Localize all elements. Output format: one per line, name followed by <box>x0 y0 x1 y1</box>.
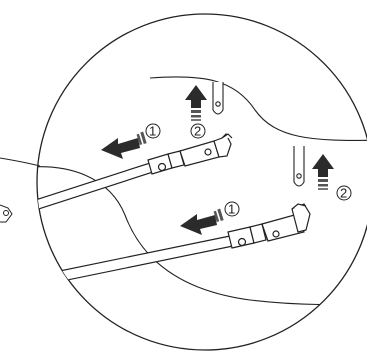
hook-upper <box>212 82 224 115</box>
wall-outline-lower <box>37 166 367 306</box>
step-number: 2 <box>340 186 347 201</box>
step-number: 1 <box>149 124 156 139</box>
step-badge <box>224 201 240 217</box>
lower-rod <box>39 203 311 286</box>
lower-up-arrow: 2 <box>312 154 352 201</box>
step-number: 2 <box>194 124 201 139</box>
lower-left-arrow: 1 <box>180 201 240 235</box>
upper-up-arrow: 2 <box>185 85 207 139</box>
step-badge <box>190 123 206 139</box>
double-arrow-left-icon <box>180 208 224 235</box>
outside-fragment <box>0 157 41 223</box>
step-badge <box>145 123 161 139</box>
step-badge <box>336 185 352 201</box>
ceiling-outline-upper <box>149 76 367 141</box>
step-number: 1 <box>228 202 235 217</box>
double-arrow-up-icon <box>185 85 207 121</box>
upper-rod <box>37 132 233 215</box>
double-arrow-up-icon <box>312 154 334 190</box>
upper-left-arrow: 1 <box>101 123 161 159</box>
hook-lower <box>293 146 305 187</box>
double-arrow-left-icon <box>101 131 147 159</box>
detail-circle <box>36 13 367 351</box>
